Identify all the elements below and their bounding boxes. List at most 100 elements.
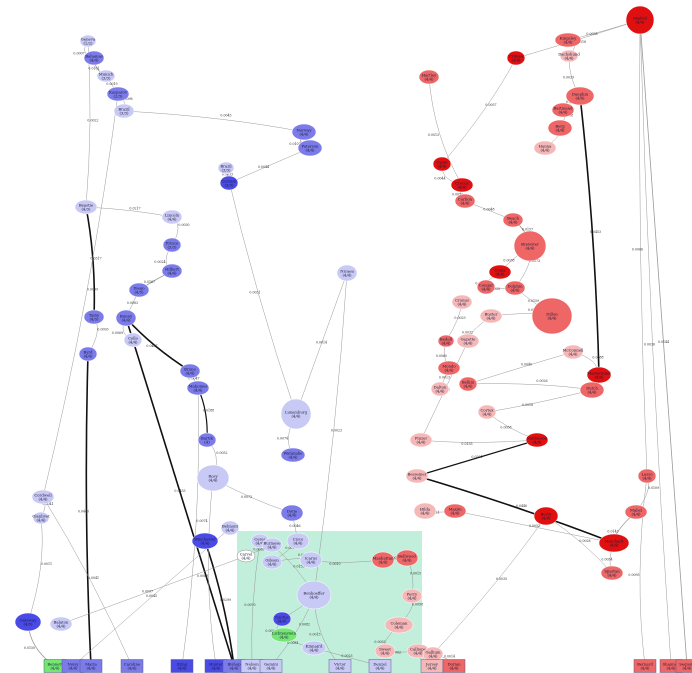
graph-node[interactable]: Lasso(4/4) bbox=[637, 468, 657, 484]
graph-node[interactable]: Prince(3/3) bbox=[162, 237, 182, 253]
graph-node[interactable]: Dorian(4/4) bbox=[442, 659, 466, 673]
graph-node[interactable]: Mahomes(4/4) bbox=[186, 380, 210, 396]
graph-node[interactable]: Berry(4/4) bbox=[533, 506, 559, 526]
graph-node[interactable]: Kinnaird(4/4) bbox=[301, 640, 327, 656]
graph-node[interactable]: Maxim(4/4) bbox=[443, 503, 467, 519]
graph-node[interactable]: Belkin(4/4) bbox=[458, 376, 478, 392]
graph-node[interactable]: Victor(4/4) bbox=[328, 659, 352, 673]
graph-node[interactable]: McConnell(4/4) bbox=[563, 344, 585, 360]
graph-node[interactable]: Sweet(4/4) bbox=[374, 643, 396, 659]
graph-node[interactable]: Merchant(4/4) bbox=[598, 533, 630, 553]
edge-label: 0.0074 bbox=[196, 519, 207, 523]
graph-node[interactable]: Caput(4/4) bbox=[432, 156, 452, 172]
graph-node[interactable]: Spartan(4/4) bbox=[600, 565, 624, 581]
graph-node[interactable]: Paterson(4/4) bbox=[297, 139, 323, 157]
graph-node[interactable]: Coma(4/4) bbox=[488, 264, 512, 280]
graph-node[interactable]: Brazil(3/3) bbox=[217, 161, 235, 175]
graph-node[interactable]: Gallium(4/4) bbox=[422, 646, 444, 662]
graph-node[interactable]: Madrid(4/4) bbox=[625, 5, 655, 35]
graph-node[interactable]: Sting(4/4) bbox=[170, 659, 194, 673]
graph-node[interactable]: Buster(4/4) bbox=[479, 308, 503, 324]
graph-node[interactable]: Coleman(4/4) bbox=[384, 616, 414, 634]
graph-node[interactable]: Mastermind(4/4) bbox=[586, 366, 611, 384]
graph-node[interactable]: Brazil(3/3) bbox=[113, 103, 135, 119]
graph-node[interactable]: Nelson(4/4) bbox=[240, 659, 264, 673]
graph-node[interactable]: Balaton(4/4) bbox=[49, 616, 73, 632]
graph-node[interactable]: Mathieson(4/4) bbox=[525, 432, 549, 448]
graph-node[interactable]: Hartley(4/4) bbox=[418, 69, 440, 85]
graph-node[interactable]: Bruno(4/4) bbox=[179, 363, 201, 379]
graph-node[interactable]: Cisco(4/4) bbox=[286, 532, 310, 550]
graph-node[interactable]: Winchester(4/4) bbox=[191, 532, 219, 550]
graph-node[interactable]: Diego(4/5) bbox=[128, 282, 150, 298]
graph-node[interactable]: Cougar(4/4) bbox=[476, 279, 496, 295]
graph-node[interactable]: Cornish(3/3) bbox=[219, 175, 239, 191]
graph-node[interactable]: Denzel(4/4) bbox=[368, 659, 392, 673]
graph-node[interactable]: Glenlivet(4/4) bbox=[32, 511, 50, 525]
graph-node[interactable]: Dillon(4/4) bbox=[531, 297, 573, 335]
graph-node[interactable]: Geneva(1/2) bbox=[79, 34, 97, 48]
graph-node[interactable]: Bunny(4/4) bbox=[115, 309, 137, 327]
graph-node[interactable]: Rosy(4/4) bbox=[196, 464, 230, 492]
graph-node[interactable]: Munich(3/3) bbox=[96, 69, 116, 83]
graph-node[interactable]: Lincoln(4/4) bbox=[161, 209, 183, 225]
graph-node[interactable]: Dorje(4/4) bbox=[280, 504, 304, 522]
graph-node[interactable]: Kingsley(4/4) bbox=[554, 32, 582, 48]
graph-node[interactable]: Kasparov(2/3) bbox=[106, 86, 130, 102]
graph-node[interactable]: Pinzer(4/4) bbox=[409, 432, 433, 448]
graph-node[interactable]: Byrd(4/4) bbox=[78, 346, 98, 362]
graph-node[interactable]: Hanna(4/4) bbox=[533, 140, 557, 156]
graph-node[interactable]: Norway(4/4) bbox=[291, 123, 317, 141]
graph-node[interactable]: Luxemburg(4/4) bbox=[280, 398, 312, 430]
graph-node[interactable]: Caroline(4/4) bbox=[120, 659, 144, 673]
graph-node[interactable]: Gibson(4/4) bbox=[261, 554, 283, 570]
graph-node[interactable]: Nicaea(4/4) bbox=[336, 264, 358, 282]
graph-node[interactable]: Dutch(4/4) bbox=[579, 381, 605, 399]
graph-node[interactable]: Dachshund(4/4) bbox=[558, 49, 580, 63]
graph-node[interactable]: Maria(4/4) bbox=[79, 659, 103, 673]
graph-node[interactable]: Gateway(4/5) bbox=[14, 612, 42, 632]
graph-node[interactable]: Dalton(4/4) bbox=[430, 381, 450, 397]
graph-node[interactable]: Cello(4/4) bbox=[123, 332, 143, 348]
graph-node[interactable]: Crocus(4/4) bbox=[450, 177, 474, 193]
graph-node[interactable]: Sequoia(4/4) bbox=[675, 659, 692, 673]
graph-node[interactable]: Beastie(4/3) bbox=[74, 199, 98, 215]
graph-node[interactable]: Cordwell(4/4) bbox=[31, 489, 55, 505]
graph-node[interactable]: Gazette(4/4) bbox=[456, 333, 480, 349]
graph-node[interactable]: Icarus(4/4) bbox=[299, 551, 323, 569]
graph-node[interactable]: Bennett(4/4) bbox=[43, 659, 67, 673]
graph-node[interactable]: Bernard(4/4) bbox=[633, 659, 657, 673]
graph-node[interactable]: Mondo(4/4) bbox=[437, 360, 461, 376]
graph-node[interactable]: Brewster(4/4) bbox=[513, 230, 547, 262]
graph-node[interactable]: Beach(4/4) bbox=[502, 212, 524, 228]
graph-node[interactable]: Bahamas(4/4) bbox=[83, 50, 105, 66]
graph-node[interactable]: Crimea(4/4) bbox=[506, 50, 526, 66]
graph-node[interactable]: Gemini(4/4) bbox=[259, 659, 283, 673]
graph-node[interactable]: Bellwood(4/4) bbox=[395, 549, 419, 567]
graph-node[interactable]: Cortex(4/4) bbox=[477, 404, 497, 420]
graph-node[interactable]: Cronus(4/4) bbox=[451, 294, 473, 310]
graph-node[interactable]: Tainy(4/5) bbox=[83, 309, 105, 325]
graph-node[interactable]: Bartmand(4/4) bbox=[551, 102, 575, 118]
graph-node[interactable]: Berg(4/4) bbox=[547, 119, 573, 137]
graph-node[interactable]: Carbon(4/4) bbox=[454, 193, 476, 209]
graph-node[interactable]: Hilbert(4/4) bbox=[161, 263, 183, 279]
graph-node[interactable]: Bartik(4) bbox=[197, 432, 217, 448]
graph-node[interactable]: Lichtenstein(4/4) bbox=[270, 627, 298, 643]
graph-node[interactable]: Perry(4/4) bbox=[401, 588, 423, 604]
graph-node[interactable]: Manhattan(4/4) bbox=[371, 551, 395, 569]
graph-node[interactable]: Dolphin(4/4) bbox=[504, 280, 526, 296]
graph-node[interactable]: Bessemer(4/4) bbox=[405, 468, 429, 484]
node-label: Dauphin(4/4) bbox=[572, 92, 589, 101]
graph-node[interactable]: Carvel(4/4) bbox=[236, 549, 256, 563]
graph-node[interactable]: Jersey(4/4) bbox=[420, 659, 444, 673]
graph-node[interactable]: Bonhoeffer(4/4) bbox=[296, 580, 332, 610]
graph-node[interactable]: Dauphin(4/4) bbox=[565, 86, 595, 106]
graph-node[interactable]: Mabel(4/4) bbox=[624, 504, 648, 520]
graph-node[interactable]: Bedell(4/4) bbox=[437, 334, 455, 348]
graph-node[interactable]: Belmont(4/4) bbox=[220, 520, 240, 536]
graph-node[interactable]: Hilda(4/4) bbox=[413, 502, 437, 520]
graph-node[interactable]: Cactus(4/4) bbox=[272, 611, 292, 627]
graph-node[interactable]: Watanabe(4/4) bbox=[280, 447, 306, 463]
graph-node[interactable]: Burmese(4/4) bbox=[261, 537, 283, 553]
